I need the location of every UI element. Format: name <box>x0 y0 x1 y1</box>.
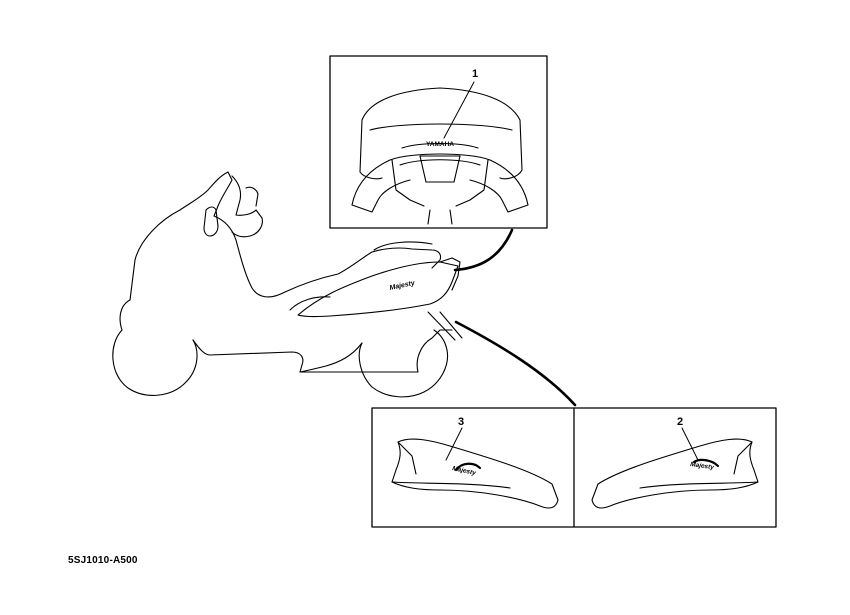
callout-3-leader <box>445 427 463 461</box>
leader-bottom <box>454 320 577 407</box>
callout-1-leader <box>443 81 475 139</box>
callout-2-label: 2 <box>677 416 684 428</box>
right-side-cover-drawing <box>591 438 759 509</box>
decal-text-scooter: Majesty <box>389 280 417 292</box>
front-wheel <box>112 329 198 396</box>
decal-text-right: Majesty <box>690 461 715 471</box>
mirror <box>203 206 219 237</box>
handlebar <box>231 175 263 238</box>
left-side-cover-drawing <box>391 438 559 509</box>
callout-2-leader <box>681 427 699 461</box>
part-code-label: 5SJ1010-A500 <box>68 555 138 566</box>
leader-top <box>453 228 514 272</box>
decal-text-left: Majesty <box>452 465 477 477</box>
callout-3-label: 3 <box>458 416 465 428</box>
emblem-text: YAMAHA <box>426 141 454 148</box>
callout-1-label: 1 <box>472 68 479 80</box>
seat-line <box>289 296 331 311</box>
scooter-outline <box>112 171 453 398</box>
side-panel-on-scooter <box>297 241 461 318</box>
top-inset-frame <box>329 55 548 229</box>
leader-bottom-lines <box>427 311 463 341</box>
scooter-body <box>119 171 453 373</box>
rear-cover-drawing <box>351 87 529 225</box>
rear-wheel <box>358 329 449 398</box>
rear-fender <box>299 342 363 373</box>
